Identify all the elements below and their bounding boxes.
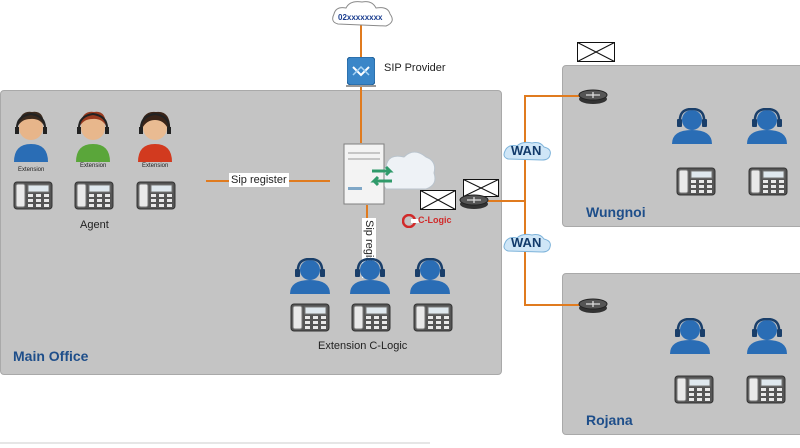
sip-provider-caption bbox=[346, 85, 376, 87]
wan-label-2: WAN bbox=[511, 235, 542, 250]
wan-cloud-icon-2 bbox=[503, 233, 551, 253]
user-icon-main-1 bbox=[288, 258, 332, 294]
agent-icon-3 bbox=[138, 111, 172, 162]
user-icon-wungnoi-1 bbox=[670, 108, 714, 144]
agent-extension-label-3: Extension bbox=[142, 163, 169, 169]
agent-icon-1 bbox=[14, 111, 48, 162]
c-logic-logo bbox=[402, 214, 419, 228]
extensions-clogic-label: Extension C-Logic bbox=[318, 340, 408, 352]
sip-provider-label: SIP Provider bbox=[384, 62, 446, 74]
pstn-cloud-icon bbox=[332, 1, 393, 27]
user-icon-main-3 bbox=[408, 258, 452, 294]
sip-provider-icon bbox=[347, 57, 375, 85]
phone-icon-wungnoi-1 bbox=[674, 166, 718, 196]
user-icon-main-2 bbox=[348, 258, 392, 294]
pstn-number: 02xxxxxxxx bbox=[338, 13, 383, 22]
agent-extension-label-1: Extension bbox=[18, 167, 45, 173]
phone-icon-main-2 bbox=[350, 302, 392, 332]
agent-extension-label-2: Extension bbox=[80, 163, 107, 169]
user-icon-rojana-1 bbox=[668, 318, 712, 354]
wungnoi-label: Wungnoi bbox=[586, 204, 646, 220]
c-logic-logo-text: C-Logic bbox=[418, 215, 452, 225]
agent-group-label: Agent bbox=[80, 219, 109, 231]
envelope-icon-router bbox=[463, 179, 499, 197]
rojana-label: Rojana bbox=[586, 412, 633, 428]
phone-icon-wungnoi-2 bbox=[746, 166, 790, 196]
wan-cloud-icon-1 bbox=[503, 141, 551, 161]
phone-icon-rojana-1 bbox=[672, 374, 716, 404]
phone-icon-main-1 bbox=[289, 302, 331, 332]
phone-icon-main-3 bbox=[412, 302, 454, 332]
phone-icon-agent-2 bbox=[74, 180, 114, 210]
envelope-icon-wungnoi bbox=[577, 42, 615, 62]
router-icon-main bbox=[459, 194, 489, 209]
server-icon bbox=[343, 143, 436, 205]
router-icon-wungnoi bbox=[578, 89, 608, 104]
link-wan-trunk bbox=[524, 95, 580, 306]
wan-label-1: WAN bbox=[511, 143, 542, 158]
user-icon-wungnoi-2 bbox=[745, 108, 789, 144]
phone-icon-rojana-2 bbox=[744, 374, 788, 404]
router-icon-rojana bbox=[578, 298, 608, 313]
main-office-label: Main Office bbox=[13, 348, 89, 364]
envelope-icon-main bbox=[420, 190, 456, 210]
user-icon-rojana-2 bbox=[745, 318, 789, 354]
phone-icon-agent-3 bbox=[136, 180, 176, 210]
agent-icon-2 bbox=[76, 111, 110, 162]
sip-register-label: Sip register bbox=[229, 173, 289, 187]
phone-icon-agent-1 bbox=[13, 180, 53, 210]
